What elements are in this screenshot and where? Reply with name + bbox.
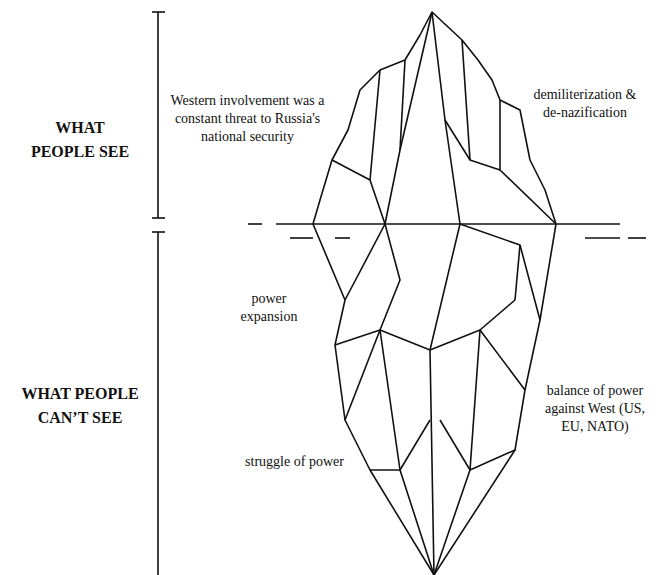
iceberg-facet — [462, 40, 556, 224]
waterline-dash — [248, 223, 262, 225]
annotation-label: Western involvement was a constant threa… — [160, 92, 335, 147]
bracket-line — [157, 232, 159, 575]
iceberg-facet — [434, 330, 480, 575]
annotation-label: demiliterization & de-nazification — [526, 86, 644, 122]
waterline-dash — [585, 237, 620, 239]
bracket-line — [157, 12, 159, 218]
iceberg-facet — [332, 160, 370, 180]
iceberg-facet — [460, 224, 540, 320]
waterline-dash — [290, 237, 313, 239]
iceberg-facet — [380, 330, 434, 575]
bracket-tick — [152, 11, 165, 13]
iceberg-facet — [380, 224, 400, 330]
iceberg-facet — [400, 60, 405, 150]
iceberg-facet — [345, 330, 380, 420]
iceberg-facet — [345, 224, 385, 300]
iceberg-facet — [499, 100, 501, 170]
waterline-dash — [335, 237, 350, 239]
waterline — [276, 223, 620, 225]
iceberg-outline — [313, 12, 556, 575]
iceberg-facet — [515, 245, 520, 300]
iceberg-facet — [385, 12, 432, 224]
annotation-label: power expansion — [233, 290, 305, 326]
section-heading: WHAT PEOPLE CAN’T SEE — [15, 382, 145, 430]
annotation-label: balance of power against West (US, EU, N… — [540, 382, 650, 437]
iceberg-facet — [370, 70, 385, 224]
iceberg-facet — [440, 420, 515, 470]
iceberg-facet — [370, 420, 430, 470]
annotation-label: struggle of power — [232, 453, 357, 471]
iceberg-facet — [432, 12, 460, 224]
iceberg-facet — [445, 120, 470, 160]
iceberg-facet — [335, 330, 525, 390]
section-heading: WHAT PEOPLE SEE — [25, 116, 135, 164]
iceberg-facet — [430, 224, 460, 575]
waterline-dash — [628, 237, 646, 239]
iceberg-facet — [480, 300, 515, 330]
bracket-tick — [152, 217, 165, 219]
bracket-tick — [152, 231, 165, 233]
